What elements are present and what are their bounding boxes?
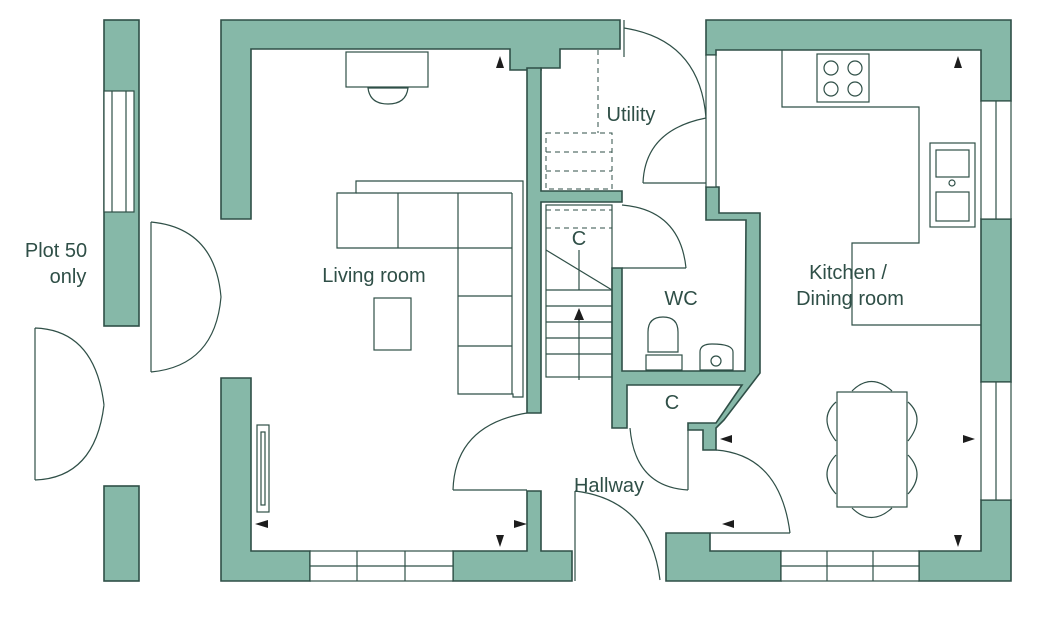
window-utility [705,54,717,188]
wc-fixtures [645,316,734,371]
dining-table [836,391,908,508]
stairs [545,50,613,380]
radiator [256,424,270,513]
label-living-room: Living room [322,265,425,287]
label-plot50-line2: only [50,266,87,288]
door-utility-out [623,20,707,119]
window-extension [103,90,135,213]
door-living-french [150,221,222,373]
kitchen-fixtures [781,50,981,519]
door-cupboard [629,427,689,491]
door-kitchen [710,449,791,534]
room-labels: Plot 50 only Living room Utility C WC C … [25,104,904,497]
coffee-table [373,297,412,351]
kitchen-bottom-wall [918,499,1012,582]
worktop [781,50,981,326]
label-cupboard-1: C [572,228,586,250]
sink [929,142,976,228]
label-kitchen-line1: Kitchen / [809,262,887,284]
door-front [574,490,661,581]
spine-wall [526,67,623,414]
living-furniture [256,51,524,513]
label-wc: WC [664,288,697,310]
door-utility-kitchen [642,117,707,184]
kitchen-right-wall-mid [980,218,1012,383]
dimension-markers [255,56,975,547]
doors [34,20,791,581]
chair [367,87,409,105]
tv-unit [345,51,429,88]
label-plot50-line1: Plot 50 [25,240,87,262]
extension-wall-bottom [103,485,140,582]
door-living-hall [452,412,528,491]
wc-wall [611,186,761,451]
wc-basin [699,343,734,371]
kitchen-top-wall [705,19,1012,102]
toilet [647,316,679,353]
corner-sofa [336,180,524,398]
door-plot50 [34,327,105,481]
label-hallway: Hallway [574,475,644,497]
kitchen-bottom-wall-left [665,532,782,582]
windows [103,54,1012,582]
living-bottom-wall-right [452,490,573,582]
label-cupboard-2: C [665,392,679,414]
door-wc [621,204,687,269]
label-utility: Utility [607,104,656,126]
hob [816,53,870,103]
label-kitchen-line2: Dining room [796,288,904,310]
